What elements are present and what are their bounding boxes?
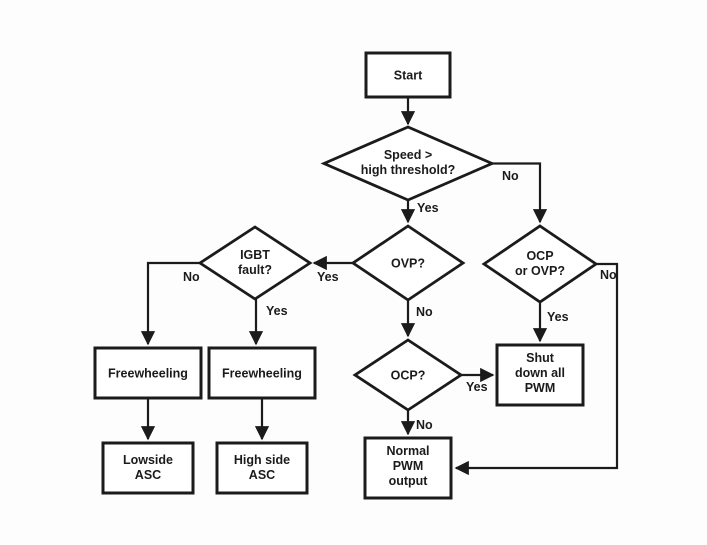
node-igbt-fault-check-diamond bbox=[197, 225, 313, 301]
edge-label-ocp-no: No bbox=[416, 418, 433, 432]
node-ocp-check-label: OCP? bbox=[391, 369, 426, 383]
node-ocp-or-ovp-check-diamond bbox=[481, 224, 599, 304]
edges-layer bbox=[140, 97, 619, 476]
edge-igbt-no-to-freewheeling-left bbox=[140, 261, 200, 346]
node-normal-pwm-label-line2: PWM bbox=[393, 459, 424, 473]
node-shutdown-pwm-box bbox=[495, 343, 585, 407]
node-shutdown-label-line1: Shut bbox=[526, 351, 555, 365]
node-speed-check-label-line1: Speed > bbox=[384, 148, 432, 162]
node-freewheeling-right-label: Freewheeling bbox=[222, 367, 302, 381]
shapes-layer bbox=[93, 51, 599, 500]
node-freewheeling-right-box bbox=[207, 346, 317, 400]
edge-label-igbt-no: No bbox=[183, 270, 200, 284]
labels-layer: Start Speed > high threshold? OVP? OCP o… bbox=[108, 69, 565, 489]
node-normal-pwm-label-line3: output bbox=[389, 474, 429, 488]
edge-label-ovp-yes: Yes bbox=[317, 270, 339, 284]
edge-label-speed-yes: Yes bbox=[417, 201, 439, 215]
edge-labels-layer: No Yes Yes No Yes No Yes No Yes No bbox=[183, 169, 617, 432]
node-freewheeling-left-label: Freewheeling bbox=[108, 367, 188, 381]
node-lowside-asc-label-line1: Lowside bbox=[123, 453, 173, 467]
node-shutdown-label-line2: down all bbox=[515, 366, 565, 380]
node-shutdown-label-line3: PWM bbox=[525, 381, 556, 395]
node-normal-pwm-label-line1: Normal bbox=[386, 444, 429, 458]
node-ovp-check-diamond bbox=[350, 224, 466, 302]
node-highside-asc-label-line1: High side bbox=[234, 453, 290, 467]
node-freewheeling-left-box bbox=[93, 346, 203, 400]
node-ovp-check-label: OVP? bbox=[391, 257, 425, 271]
node-highside-asc-label-line2: ASC bbox=[249, 468, 275, 482]
node-highside-asc-box bbox=[215, 441, 309, 495]
node-ocp-or-ovp-label-line1: OCP bbox=[526, 249, 553, 263]
node-lowside-asc-label-line2: ASC bbox=[135, 468, 161, 482]
edge-label-speed-no: No bbox=[502, 169, 519, 183]
node-speed-check-diamond bbox=[320, 125, 496, 202]
node-normal-pwm-box bbox=[363, 436, 453, 500]
edge-ocpovp-no-to-normal bbox=[454, 262, 619, 476]
node-ocp-or-ovp-label-line2: or OVP? bbox=[515, 264, 565, 278]
node-igbt-fault-label-line2: fault? bbox=[238, 263, 272, 277]
node-start-box bbox=[364, 51, 452, 99]
node-lowside-asc-box bbox=[101, 441, 195, 495]
node-speed-check-label-line2: high threshold? bbox=[361, 163, 455, 177]
node-igbt-fault-label-line1: IGBT bbox=[240, 248, 270, 262]
edge-label-ocpovp-yes: Yes bbox=[547, 310, 569, 324]
edge-label-ocpovp-no: No bbox=[600, 268, 617, 282]
node-ocp-check-diamond bbox=[352, 338, 464, 412]
edge-speed-no-to-ocpovp bbox=[492, 162, 548, 224]
edge-label-ovp-no: No bbox=[416, 305, 433, 319]
node-start-label: Start bbox=[394, 69, 423, 83]
edge-label-ocp-yes: Yes bbox=[466, 380, 488, 394]
edge-label-igbt-yes: Yes bbox=[266, 304, 288, 318]
